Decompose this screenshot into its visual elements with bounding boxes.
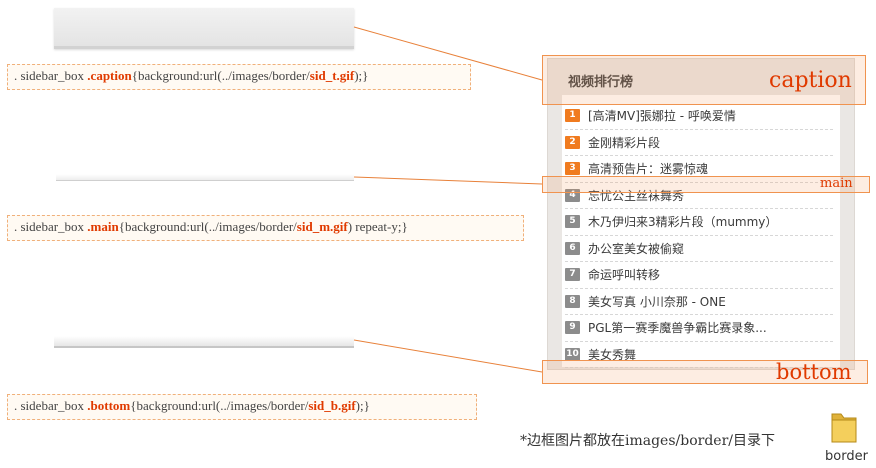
bottom-label: bottom [776, 360, 852, 384]
folder-icon [831, 413, 857, 443]
main-label: main [820, 176, 853, 191]
rank-item-title[interactable]: 高清预告片：迷雾惊魂 [588, 162, 709, 177]
rank-number-badge: 7 [565, 268, 580, 282]
bottom-slice-image [54, 336, 354, 348]
rank-item-title[interactable]: 美女秀舞 [588, 347, 637, 362]
rank-item[interactable]: 8 美女写真 小川奈那 - ONE [565, 289, 833, 315]
caption-label: caption [769, 68, 852, 93]
caption-highlight [542, 55, 866, 105]
rank-number-badge: 5 [565, 215, 580, 229]
rank-item[interactable]: 3 高清预告片：迷雾惊魂 [565, 156, 833, 183]
main-leader [353, 176, 543, 185]
rank-item[interactable]: 10 美女秀舞 [565, 342, 833, 368]
rank-item[interactable]: 7 命运呼叫转移 [565, 262, 833, 289]
folder-label: border [825, 449, 868, 464]
bottom-leader [353, 339, 543, 373]
rank-item-title[interactable]: 命运呼叫转移 [588, 268, 661, 283]
rank-item[interactable]: 5 木乃伊归来3精彩片段（mummy） [565, 209, 833, 236]
rank-number-badge: 6 [565, 241, 580, 255]
rank-item-title[interactable]: 金刚精彩片段 [588, 135, 661, 150]
rank-item[interactable]: 2 金刚精彩片段 [565, 130, 833, 156]
sidebar-content [562, 95, 840, 367]
bottom-css-rule: . sidebar_box .bottom{background:url(../… [7, 394, 477, 420]
sidebar-title: 视频排行榜 [568, 75, 634, 90]
caption-leader [353, 26, 543, 81]
rank-number-badge: 9 [565, 321, 580, 335]
caption-css-rule: . sidebar_box .caption{background:url(..… [7, 64, 471, 90]
rank-number-badge: 2 [565, 135, 580, 149]
rank-number-badge: 3 [565, 162, 580, 176]
rank-item[interactable]: 9 PGL第一赛季魔兽争霸比赛录象... [565, 315, 833, 342]
rank-item-title[interactable]: 美女写真 小川奈那 - ONE [588, 294, 726, 309]
rank-item-title[interactable]: PGL第一赛季魔兽争霸比赛录象... [588, 321, 767, 336]
rank-item[interactable]: 6 办公室美女被偷窥 [565, 236, 833, 262]
rank-number-badge: 1 [565, 109, 580, 123]
rank-item[interactable]: 1 [高清MV]張娜拉 - 呼唤爱情 [565, 103, 833, 130]
main-slice-image [56, 174, 354, 181]
rank-number-badge: 8 [565, 294, 580, 308]
main-highlight [542, 176, 870, 193]
bottom-highlight [542, 360, 868, 384]
rank-item-title[interactable]: [高清MV]張娜拉 - 呼唤爱情 [588, 109, 736, 124]
rank-item-title[interactable]: 木乃伊归来3精彩片段（mummy） [588, 215, 778, 230]
rank-item-title[interactable]: 办公室美女被偷窥 [588, 241, 685, 256]
main-css-rule: . sidebar_box .main{background:url(../im… [7, 215, 524, 241]
caption-slice-image [54, 8, 354, 49]
sidebar-box: 视频排行榜 [547, 58, 855, 370]
rank-number-badge: 10 [565, 347, 580, 361]
border-note: *边框图片都放在images/border/目录下 [520, 433, 775, 449]
